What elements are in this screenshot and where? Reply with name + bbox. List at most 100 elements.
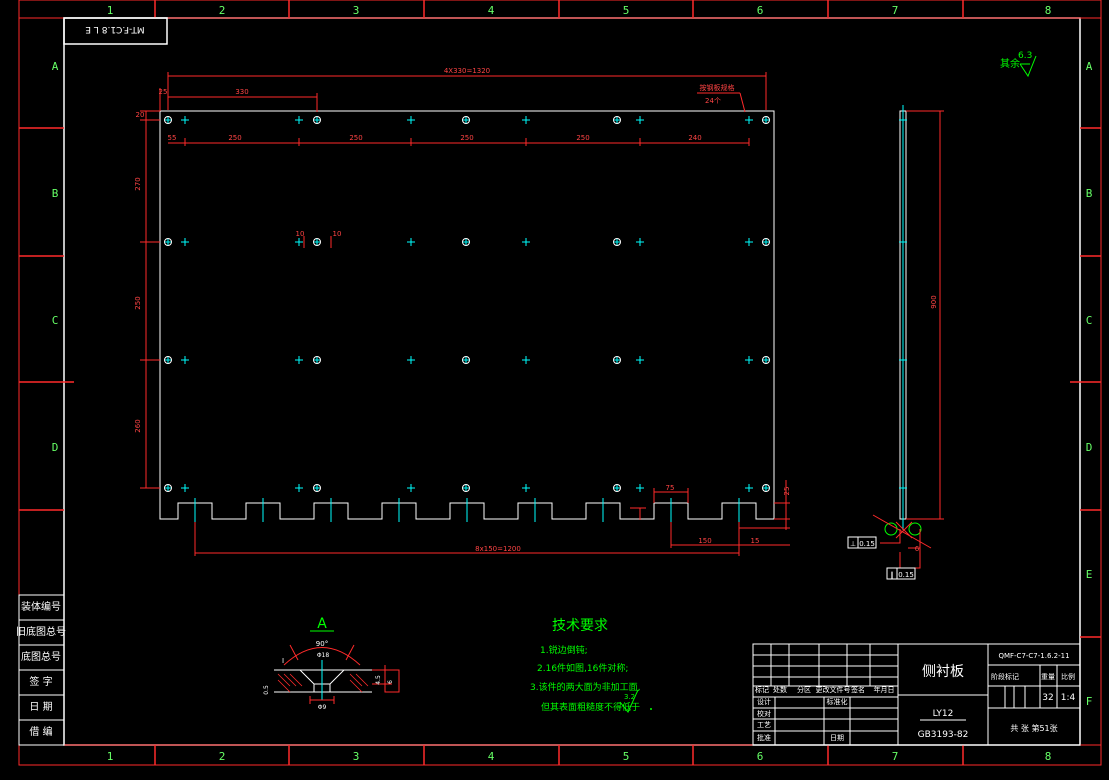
weight-value: 32 [1042,693,1053,703]
hole-row-4 [164,484,770,492]
header-scale: 比例 [1061,672,1075,681]
tolerance-2: ∥ 0.15 [886,567,916,580]
detail-angle: 90° [316,640,328,648]
zone-col-1-bottom: 1 [107,750,114,763]
side-view: 900 6 ⊥ 0.15 ∥ 0.15 [847,105,944,580]
side-thickness: 6 [915,545,920,553]
header-date: 年月日 [874,685,895,694]
dim-pitch-240: 240 [688,134,701,142]
dim-overall: 4X330=1320 [444,67,490,75]
dim-slot-total: 8x150=1200 [475,545,521,553]
zone-row-d: D [52,441,59,454]
dim-pitch-250-c: 250 [460,134,473,142]
dim-slot-width: 75 [666,484,675,492]
roughness-symbol: 其余 6.3 [1000,51,1037,78]
role-process: 工艺 [757,721,771,729]
stamp-6: 借 编 [29,725,52,738]
dim-row-2: 250 [134,296,142,309]
role-date: 日期 [830,734,844,742]
detail-depth: 4.5 [375,675,382,685]
tolerance-1-symbol: ⊥ [850,540,856,548]
detail-thickness: 6 [387,680,394,684]
detail-dia: Φ18 [317,652,330,659]
detail-hole: Φ9 [318,704,327,711]
hole-grid [164,116,770,492]
detail-left-dim: 0.5 [263,685,270,695]
inner-frame [63,17,1081,746]
stamp-1: 装体编号 [21,600,61,613]
dim-slot-pitch: 150 [698,537,711,545]
zone-row-e-right: E [1086,568,1093,581]
zone-row-a-right: A [1086,60,1093,73]
header-zone: 分区 [797,685,811,694]
role-standardization: 标准化 [827,697,848,706]
dim-center-mark-a: 10 [296,230,305,238]
zone-col-8-bottom: 8 [1045,750,1052,763]
dim-row-1: 270 [134,177,142,190]
plate-outline [159,110,775,520]
role-approve: 批准 [757,733,771,742]
dim-pitch-55: 55 [168,134,177,142]
header-stage: 阶段标记 [991,672,1019,681]
zone-col-7: 7 [892,4,899,17]
dim-right-height: 25 [783,487,791,496]
dim-pitch-250-b: 250 [349,134,362,142]
center-marks [165,116,769,522]
header-weight: 重量 [1041,673,1055,681]
dim-row-3: 260 [134,419,142,432]
zone-col-6-bottom: 6 [757,750,764,763]
stamp-2: 旧底图总号 [16,625,66,638]
front-dimensions [140,72,790,556]
hole-row-2 [164,238,770,246]
dim-slot-depth: 15 [751,537,760,545]
stamp-3: 底图总号 [21,650,61,663]
title-block: 标记 处数 分区 更改文件号 签名 年月日 设计 标准化 校对 工艺 批准 日期… [752,643,1081,746]
detail-title: A [317,616,327,632]
header-signature: 签名 [851,685,865,694]
zone-col-5-bottom: 5 [623,750,630,763]
requirement-1: 1.锐边倒钝; [540,644,588,656]
hole-note-count: 24个 [705,97,721,105]
hole-row-3 [164,356,770,364]
zone-row-b-right: B [1086,187,1093,200]
requirement-3-cont: 但其表面粗糙度不得低于 [541,701,640,713]
technical-requirements: 技术要求 1.锐边倒钝; 2.16件如图,16件对称; 3.该件的两大面为非加工… [530,618,652,713]
title-block-headers: 标记 处数 分区 更改文件号 签名 年月日 设计 标准化 校对 工艺 批准 日期… [755,672,1075,742]
zone-col-3-bottom: 3 [353,750,360,763]
side-height: 900 [930,295,938,308]
dim-first-hole: 330 [235,88,248,96]
column-dividers [154,0,964,765]
sheet-number: 共 张 第51张 [1010,723,1057,733]
header-count: 处数 [773,685,787,694]
top-left-stamp-box [63,17,168,45]
zone-labels-right: A B C D E F [1086,60,1093,708]
dim-center-mark-b: 10 [333,230,342,238]
zone-col-4-bottom: 4 [488,750,495,763]
zone-row-f-right: F [1086,695,1093,708]
zone-row-d-right: D [1086,441,1093,454]
zone-row-c-right: C [1086,314,1093,327]
zone-row-b: B [52,187,59,200]
scale-value: 1:4 [1061,693,1076,703]
roughness-label: 其余 [1000,57,1020,70]
zone-col-2-bottom: 2 [219,750,226,763]
header-change-doc: 更改文件号 [816,685,851,694]
dim-offset-left: 25 [159,88,168,96]
tolerance-2-value: 0.15 [898,571,914,579]
stamp-4: 签 字 [29,675,52,688]
requirements-title: 技术要求 [552,618,608,634]
zone-col-1: 1 [107,4,114,17]
zone-col-7-bottom: 7 [892,750,899,763]
row-dividers [19,127,1101,638]
dim-pitch-250-d: 250 [576,134,589,142]
zone-row-a: A [52,60,59,73]
zone-col-5: 5 [623,4,630,17]
zone-col-6: 6 [757,4,764,17]
front-dim-text: 4X330=1320 25 330 20 55 250 250 250 250 … [134,67,791,553]
zone-labels-left: A B C D [52,60,59,454]
role-check: 校对 [757,709,771,718]
left-stamp: 装体编号 旧底图总号 底图总号 签 字 日 期 借 编 [16,594,66,746]
material-standard: GB3193-82 [918,730,969,740]
zone-col-3: 3 [353,4,360,17]
